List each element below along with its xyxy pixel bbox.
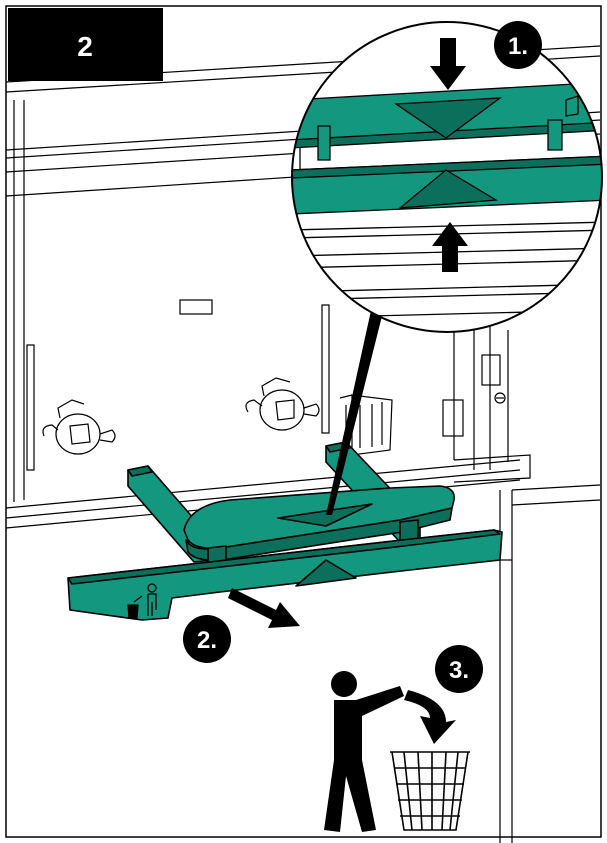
callout-1-label: 1. xyxy=(508,33,528,60)
arrow-down-icon xyxy=(430,38,466,90)
curved-arrow-icon xyxy=(404,690,456,744)
step-number-badge: 2 xyxy=(8,8,163,81)
callout-2-label: 2. xyxy=(197,627,217,654)
transport-spacer xyxy=(67,441,503,621)
waste-basket-icon xyxy=(390,751,470,831)
detail-zoom xyxy=(291,21,603,333)
callout-3-label: 3. xyxy=(449,657,469,684)
arrow-pull-icon xyxy=(228,588,300,628)
arrow-up-icon xyxy=(432,222,468,272)
zoom-leader xyxy=(326,306,384,515)
person-discarding-trash-icon xyxy=(324,671,404,832)
tidy-man-icon xyxy=(127,583,157,619)
callout-3: 3. xyxy=(435,645,483,693)
callout-2: 2. xyxy=(183,615,231,663)
callout-1: 1. xyxy=(494,21,542,69)
step-number: 2 xyxy=(77,31,93,62)
